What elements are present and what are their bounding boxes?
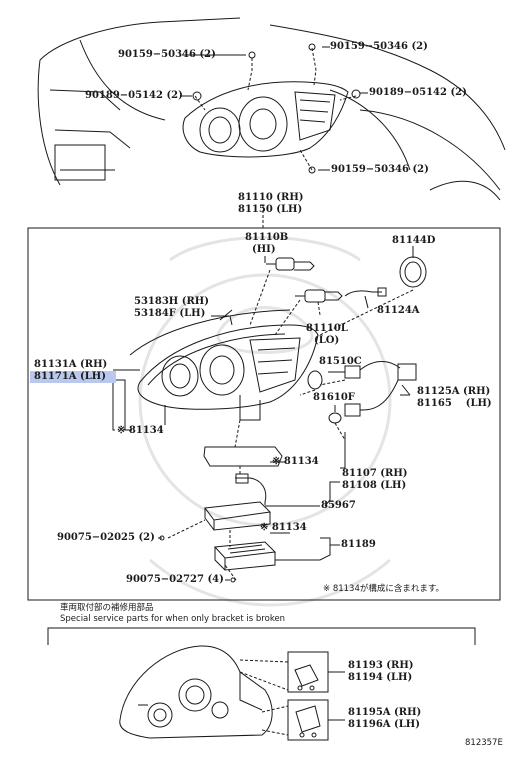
harness-81125A: [328, 361, 417, 417]
cap-81144D: [399, 246, 427, 288]
label-81510C: 81510C: [319, 356, 362, 367]
seal-53183H: [129, 309, 291, 356]
label-81108-lh: 81108 (LH): [342, 480, 407, 491]
wire-81124A: [344, 287, 387, 309]
diagram-code: 812357E: [465, 738, 503, 748]
label-81610F: 81610F: [313, 392, 355, 403]
bulb-81510C: [307, 370, 323, 390]
label-81110L-lo: (LO): [314, 335, 340, 346]
label-90159-50346-b: 90159−50346 (2): [330, 41, 428, 52]
exploded-view-frame: [27, 227, 501, 601]
label-81171A-lh-highlighted[interactable]: 81171A (LH): [30, 371, 116, 383]
bottom-leader-lines: [239, 659, 289, 736]
headlamp-housing: [137, 324, 319, 425]
label-81110L: 81110L: [306, 323, 348, 334]
label-81125A-rh: 81125A (RH): [417, 386, 491, 397]
headlamp-rear-view: [119, 645, 273, 739]
label-81110B-hi: (HI): [252, 244, 276, 255]
vehicle-body-outline: [37, 17, 506, 201]
bottom-solid-leaders: [328, 671, 345, 721]
label-81134-a: ※ 81134: [117, 425, 164, 436]
label-81124A: 81124A: [377, 305, 420, 316]
bulb-81110L: [295, 289, 343, 316]
gasket-81134-mid: [203, 446, 283, 467]
bracket-81195A: [287, 699, 329, 741]
label-81189: 81189: [341, 539, 376, 550]
special-service-frame: [47, 627, 476, 645]
label-81144D: 81144D: [392, 235, 436, 246]
label-81110-rh: 81110 (RH): [238, 192, 304, 203]
label-90075-02727: 90075−02727 (4): [126, 574, 224, 585]
special-service-title-en: Special service parts for when only brac…: [60, 614, 286, 624]
label-90159-50346-c: 90159−50346 (2): [331, 164, 429, 175]
label-81196A-lh: 81196A (LH): [348, 719, 420, 730]
bracket-81131A: [113, 369, 140, 431]
label-85967: 85967: [321, 500, 356, 511]
cable-85967: [235, 473, 267, 505]
label-90189-05142-b: 90189−05142 (2): [369, 87, 467, 98]
label-53183H-rh: 53183H (RH): [134, 296, 209, 307]
label-90189-05142-a: 90189−05142 (2): [85, 90, 183, 101]
label-81193-rh: 81193 (RH): [348, 660, 414, 671]
headlamp-assembly-top: [182, 81, 349, 158]
label-81150-lh: 81150 (LH): [238, 204, 303, 215]
ballast-81107: [204, 501, 272, 531]
bulb-81610F: [328, 405, 342, 424]
box-leader-lines: [167, 269, 414, 581]
top-solid-leaders: [180, 46, 368, 171]
label-81131A-rh: 81131A (RH): [34, 359, 108, 370]
label-81110B: 81110B: [245, 232, 289, 243]
label-81194-lh: 81194 (LH): [348, 672, 413, 683]
note-included-parts: ※ 81134が構成に含まれます。: [323, 584, 445, 594]
ecu-81189: [213, 541, 277, 571]
label-81195A-rh: 81195A (RH): [348, 707, 422, 718]
bracket-81193: [287, 651, 329, 693]
bolt-icons-top: [192, 43, 361, 174]
label-90075-02025: 90075−02025 (2): [57, 532, 155, 543]
label-81165-lh: 81165 (LH): [417, 398, 492, 409]
bulb-81110B: [264, 256, 315, 271]
label-81134-b: ※ 81134: [272, 456, 319, 467]
label-90159-50346-a: 90159−50346 (2): [118, 49, 216, 60]
box-solid-leaders: [112, 315, 346, 561]
label-81134-c: ※ 81134: [260, 522, 307, 533]
special-service-title-jp: 車両取付部の補修用部品: [60, 603, 154, 613]
label-53184F-lh: 53184F (LH): [134, 308, 206, 319]
bolt-icons-box: [158, 535, 236, 583]
label-81107-rh: 81107 (RH): [342, 468, 408, 479]
